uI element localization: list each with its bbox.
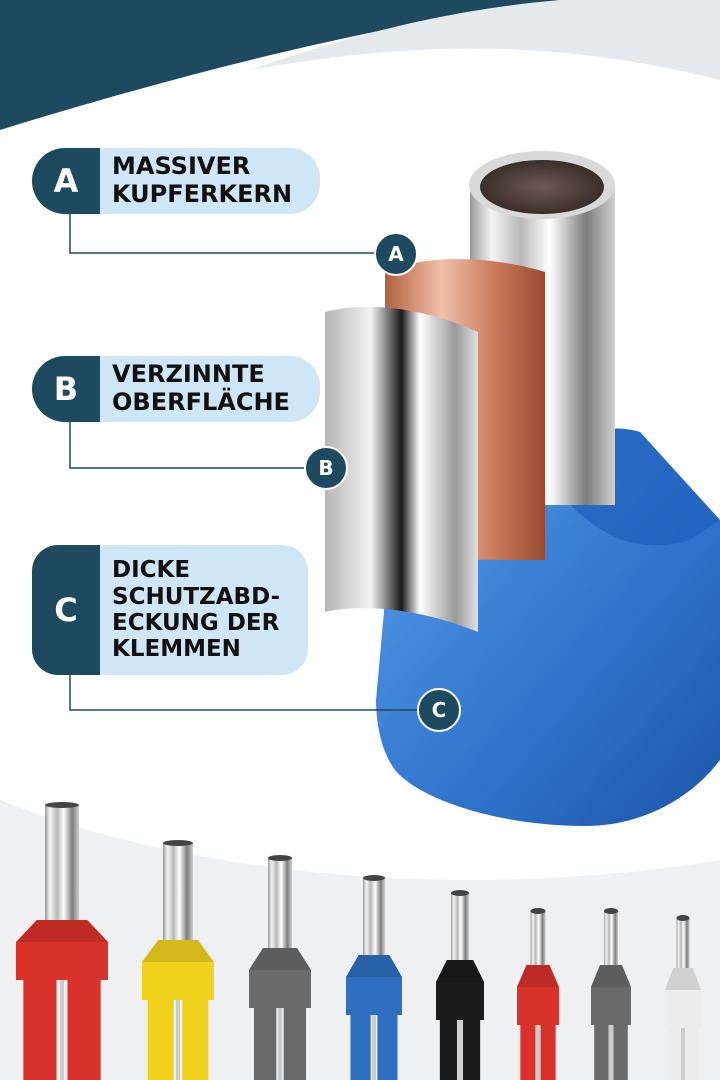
callout-thick-insulation: C DICKE SCHUTZABD- ECKUNG DER KLEMMEN [32, 545, 308, 675]
ferrule-body [346, 955, 402, 1015]
tin-surface-layer [325, 306, 478, 632]
ferrule-body [517, 965, 559, 1025]
callout-letter-a: A [32, 148, 100, 214]
ferrule-8 [665, 915, 701, 1080]
ferrule-body [142, 940, 214, 1000]
ferrule-tube [363, 878, 385, 965]
marker-b: B [304, 446, 348, 490]
header-swoosh-dark [0, 0, 560, 130]
ferrule-body [249, 948, 311, 1008]
ferrule-body [436, 960, 484, 1020]
marker-a: A [374, 232, 418, 276]
marker-c: C [417, 688, 461, 732]
ferrule-4 [346, 875, 402, 1080]
callout-text-a: MASSIVER KUPFERKERN [100, 148, 320, 214]
ferrule-1 [16, 802, 108, 1080]
ferrule-tube [676, 918, 690, 978]
callout-text-b: VERZINNTE OBERFLÄCHE [100, 356, 320, 422]
callout-solid-copper-core: A MASSIVER KUPFERKERN [32, 148, 320, 214]
callout-text-c: DICKE SCHUTZABD- ECKUNG DER KLEMMEN [100, 545, 308, 675]
ferrule-7 [591, 908, 631, 1080]
header-swoosh-light [250, 0, 720, 80]
ferrule-tube [163, 843, 193, 950]
ferrule-body [665, 968, 701, 1028]
ferrule-color-row [16, 802, 701, 1080]
ferrule-tube [45, 805, 79, 930]
ferrule-3 [249, 855, 311, 1080]
ferrule-tube [451, 893, 469, 970]
ferrule-5 [436, 890, 484, 1080]
ferrule-tube [530, 911, 546, 975]
ferrule-2 [142, 840, 214, 1080]
ferrule-body [16, 920, 108, 980]
ferrule-tube [268, 858, 292, 958]
callout-letter-b: B [32, 356, 100, 422]
ferrule-6 [517, 908, 559, 1080]
callout-letter-c: C [32, 545, 100, 675]
ferrule-body [591, 965, 631, 1025]
callout-tin-surface: B VERZINNTE OBERFLÄCHE [32, 356, 320, 422]
ferrule-tube [604, 911, 618, 975]
